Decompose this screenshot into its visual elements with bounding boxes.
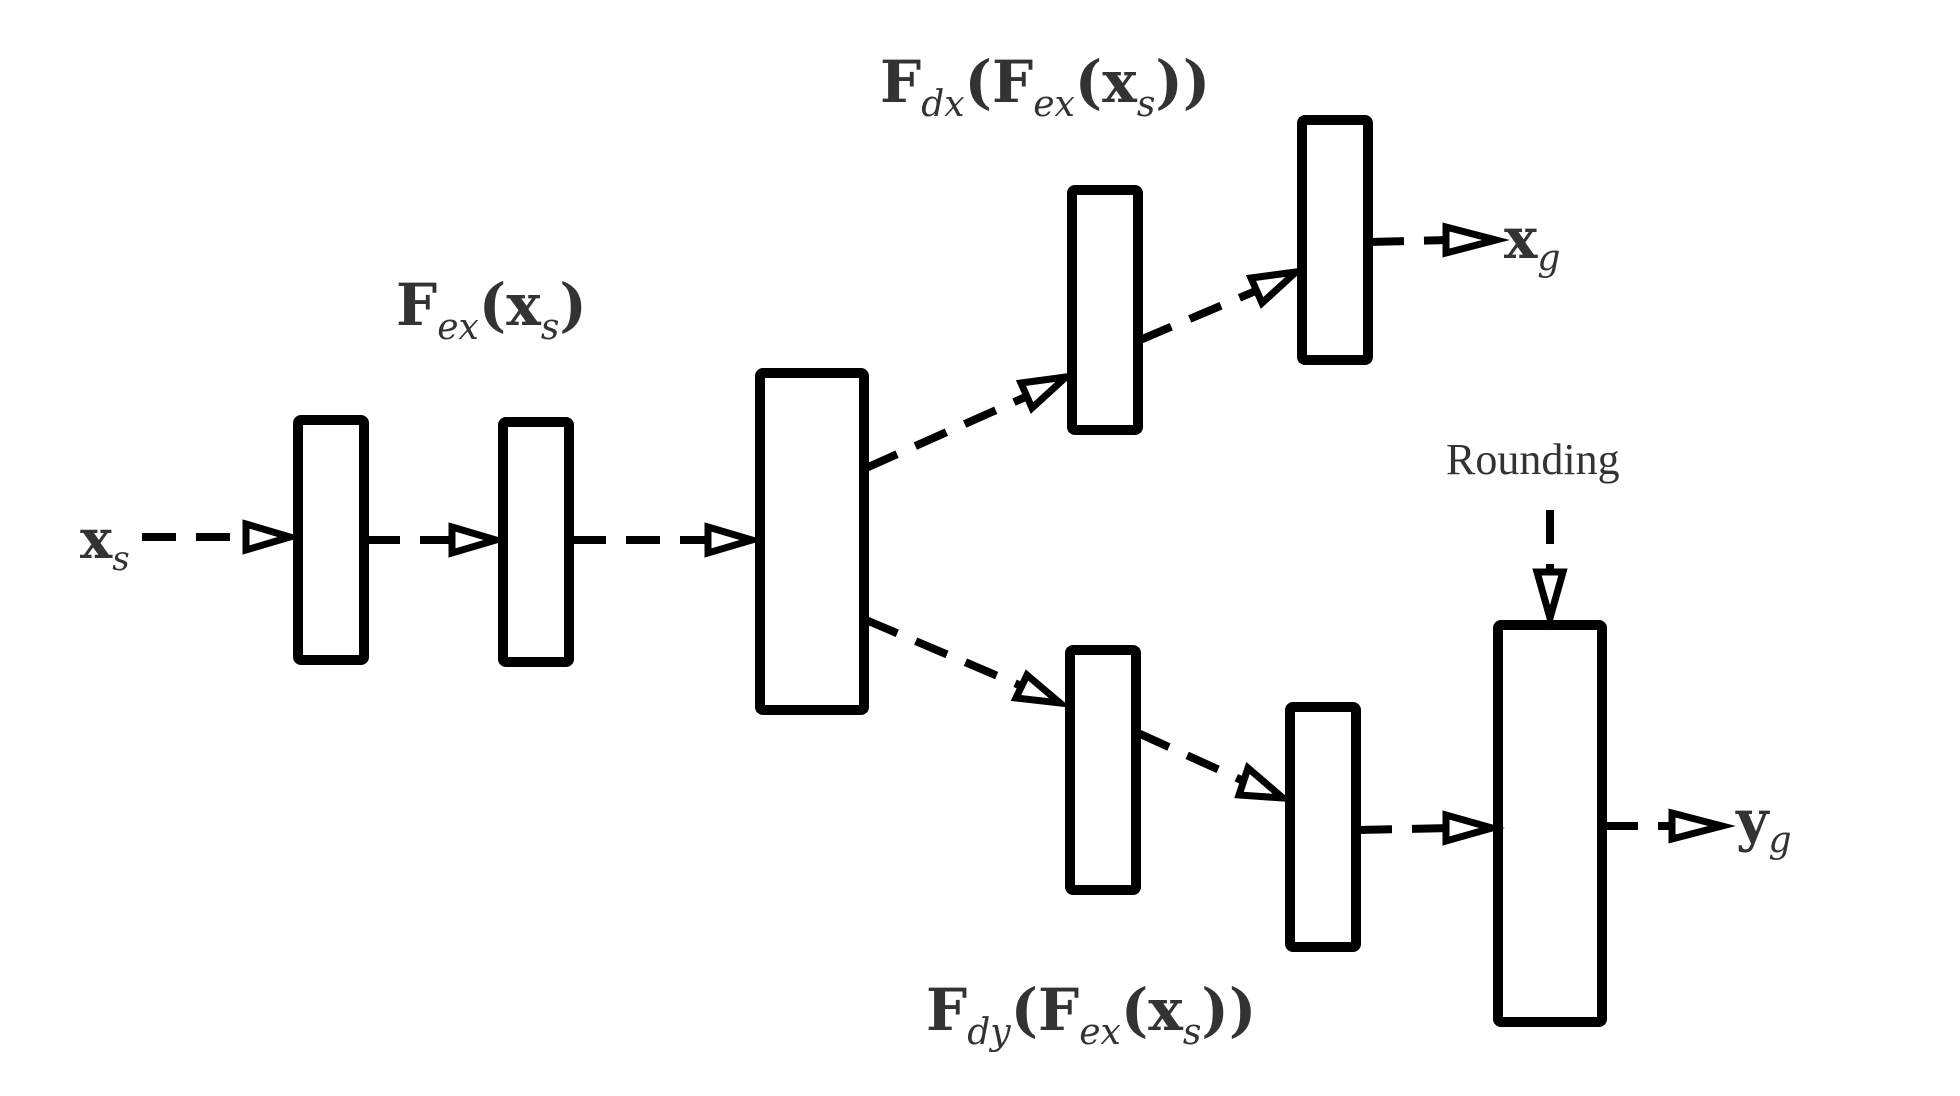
arrowhead-rounding-down [1532, 568, 1568, 631]
input-label: xs [80, 507, 130, 579]
rounding-label: Rounding [1446, 435, 1620, 484]
arrowhead-dx1 [1015, 372, 1077, 414]
arrowhead-layer1 [242, 519, 303, 555]
arrow-dx2-to-output [1369, 236, 1451, 246]
encoder-layer-2 [498, 417, 574, 667]
arrow-dy1-to-dy2 [1136, 729, 1250, 787]
arrow-dx1-to-dx2 [1138, 286, 1260, 344]
arrow-latent-to-dx1 [864, 391, 1032, 472]
output-y-label: yg [1735, 788, 1792, 861]
arrowhead-latent [704, 522, 765, 558]
arrow-dy2-to-rounding [1357, 824, 1451, 834]
decoder-x-label: Fdx(Fex(xs)) [880, 48, 1210, 125]
arrow-latent-to-dy1 [864, 616, 1028, 692]
arrowhead-dy2 [1234, 761, 1294, 803]
arrowhead-output-y [1668, 808, 1736, 844]
output-x-label: xg [1504, 206, 1560, 279]
encoder-layer-1 [293, 415, 369, 665]
encoder-label: Fex(xs) [396, 271, 587, 348]
decoder-x-layer-2 [1297, 115, 1373, 365]
arrowhead-output-x [1442, 222, 1510, 258]
decoder-y-layer-2 [1285, 702, 1361, 952]
arrowhead-layer2 [448, 522, 509, 558]
arrowhead-dy1 [1010, 669, 1072, 708]
decoder-y-layer-1 [1065, 645, 1141, 895]
arrowhead-rounding-layer [1442, 810, 1505, 846]
latent-layer [755, 368, 869, 715]
decoder-x-layer-1 [1067, 185, 1143, 435]
rounding-layer [1493, 620, 1607, 1027]
decoder-y-label: Fdy(Fex(xs)) [926, 976, 1256, 1053]
arrowhead-dx2 [1245, 267, 1307, 309]
